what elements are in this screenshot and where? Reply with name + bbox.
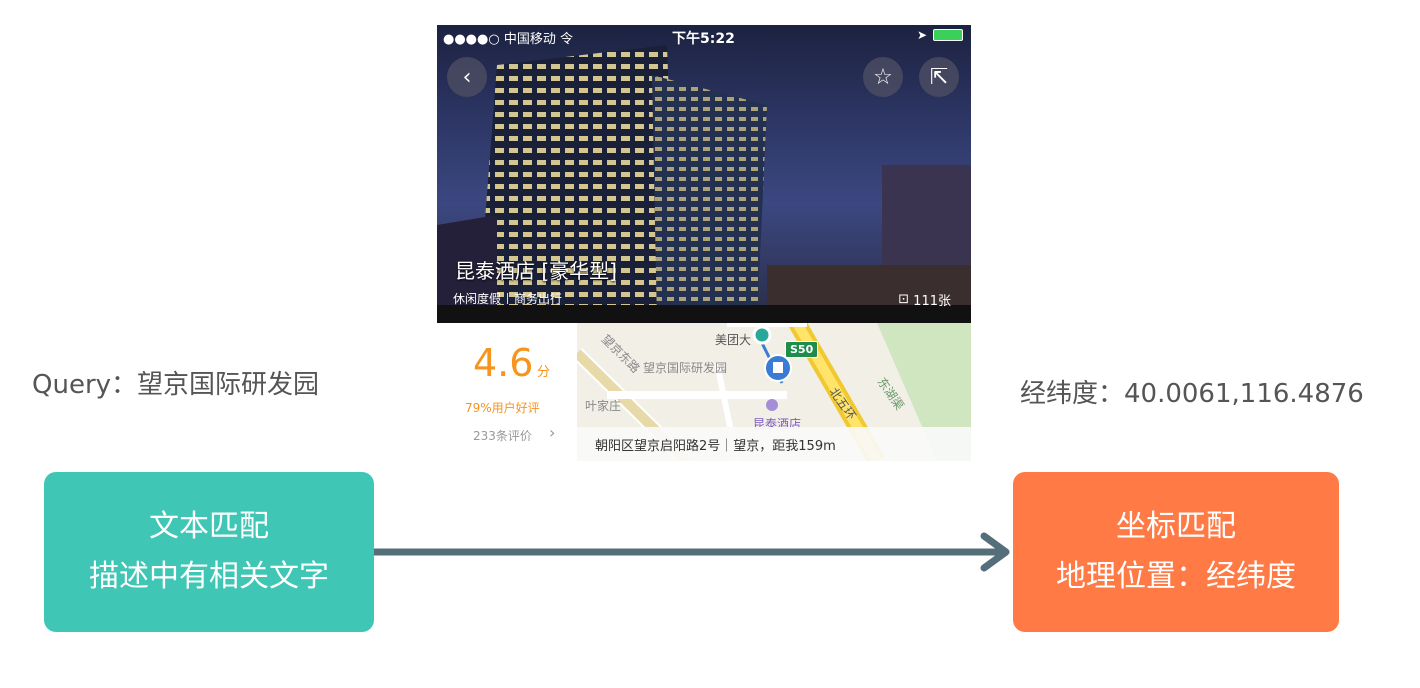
photo-icon: ⊡ [898, 292, 910, 307]
clock-text: 下午5:22 [672, 31, 735, 47]
star-icon: ☆ [873, 64, 893, 90]
hotel-app-screenshot: ●●●●○ 中国移动 令 下午5:22 ➤ ‹ ☆ ⇱ 昆泰酒店 [豪华型] 休… [437, 25, 971, 461]
highway-badge: S50 [785, 341, 819, 358]
carrier-text: ●●●●○ 中国移动 令 [443, 32, 573, 47]
geo-match-title: 坐标匹配 [1116, 509, 1236, 544]
query-label: Query：望京国际研发园 [32, 370, 320, 400]
share-button[interactable]: ⇱ [919, 57, 959, 97]
hotel-photo: ●●●●○ 中国移动 令 下午5:22 ➤ ‹ ☆ ⇱ 昆泰酒店 [豪华型] 休… [437, 25, 971, 323]
tag-divider [507, 293, 509, 304]
status-icons: ➤ [917, 28, 963, 42]
map-label-meituan: 美团大 [715, 333, 752, 347]
status-bar: ●●●●○ 中国移动 令 下午5:22 ➤ [437, 25, 971, 47]
favorite-button[interactable]: ☆ [863, 57, 903, 97]
battery-icon [933, 29, 963, 41]
address-bar[interactable]: 朝阳区望京启阳路2号｜望京，距我159m [577, 427, 971, 461]
back-button[interactable]: ‹ [447, 57, 487, 97]
rating-unit: 分 [537, 365, 551, 380]
text-match-desc: 描述中有相关文字 [89, 559, 329, 594]
map-label-park: 望京国际研发园 [643, 361, 728, 375]
photo-count[interactable]: ⊡ 111张 [898, 290, 951, 309]
map-view[interactable]: S50 美团大 望京东路 望京国际研发园 叶家庄 昆泰酒店 北五环 东湖渠 朝阳… [577, 323, 971, 461]
chevron-left-icon: ‹ [462, 64, 472, 90]
text-match-box: 文本匹配 描述中有相关文字 [44, 472, 374, 632]
map-label-village: 叶家庄 [585, 399, 622, 413]
coordinate-label: 经纬度：40.0061,116.4876 [1020, 379, 1364, 409]
hotel-building-illustration [437, 45, 971, 323]
text-match-title: 文本匹配 [149, 509, 269, 544]
hotel-name: 昆泰酒店 [豪华型] [455, 259, 617, 283]
tag-business: 商务出行 [514, 292, 563, 306]
photo-count-text: 111张 [913, 294, 951, 309]
good-rate: 79%用户好评 [465, 401, 540, 415]
review-count: 233条评价 [473, 429, 532, 443]
rating-panel[interactable]: 4.6 分 79%用户好评 233条评价 › [437, 323, 577, 461]
chevron-right-icon: › [549, 423, 556, 442]
arrow-head-icon [980, 532, 1010, 572]
location-icon: ➤ [916, 28, 927, 42]
geo-match-desc: 地理位置：经纬度 [1056, 559, 1296, 594]
geo-match-box: 坐标匹配 地理位置：经纬度 [1013, 472, 1339, 632]
share-icon: ⇱ [929, 64, 949, 90]
rating-score: 4.6 [473, 341, 534, 385]
tag-leisure: 休闲度假 [453, 292, 502, 306]
hotel-tags: 休闲度假 商务出行 [453, 290, 562, 307]
